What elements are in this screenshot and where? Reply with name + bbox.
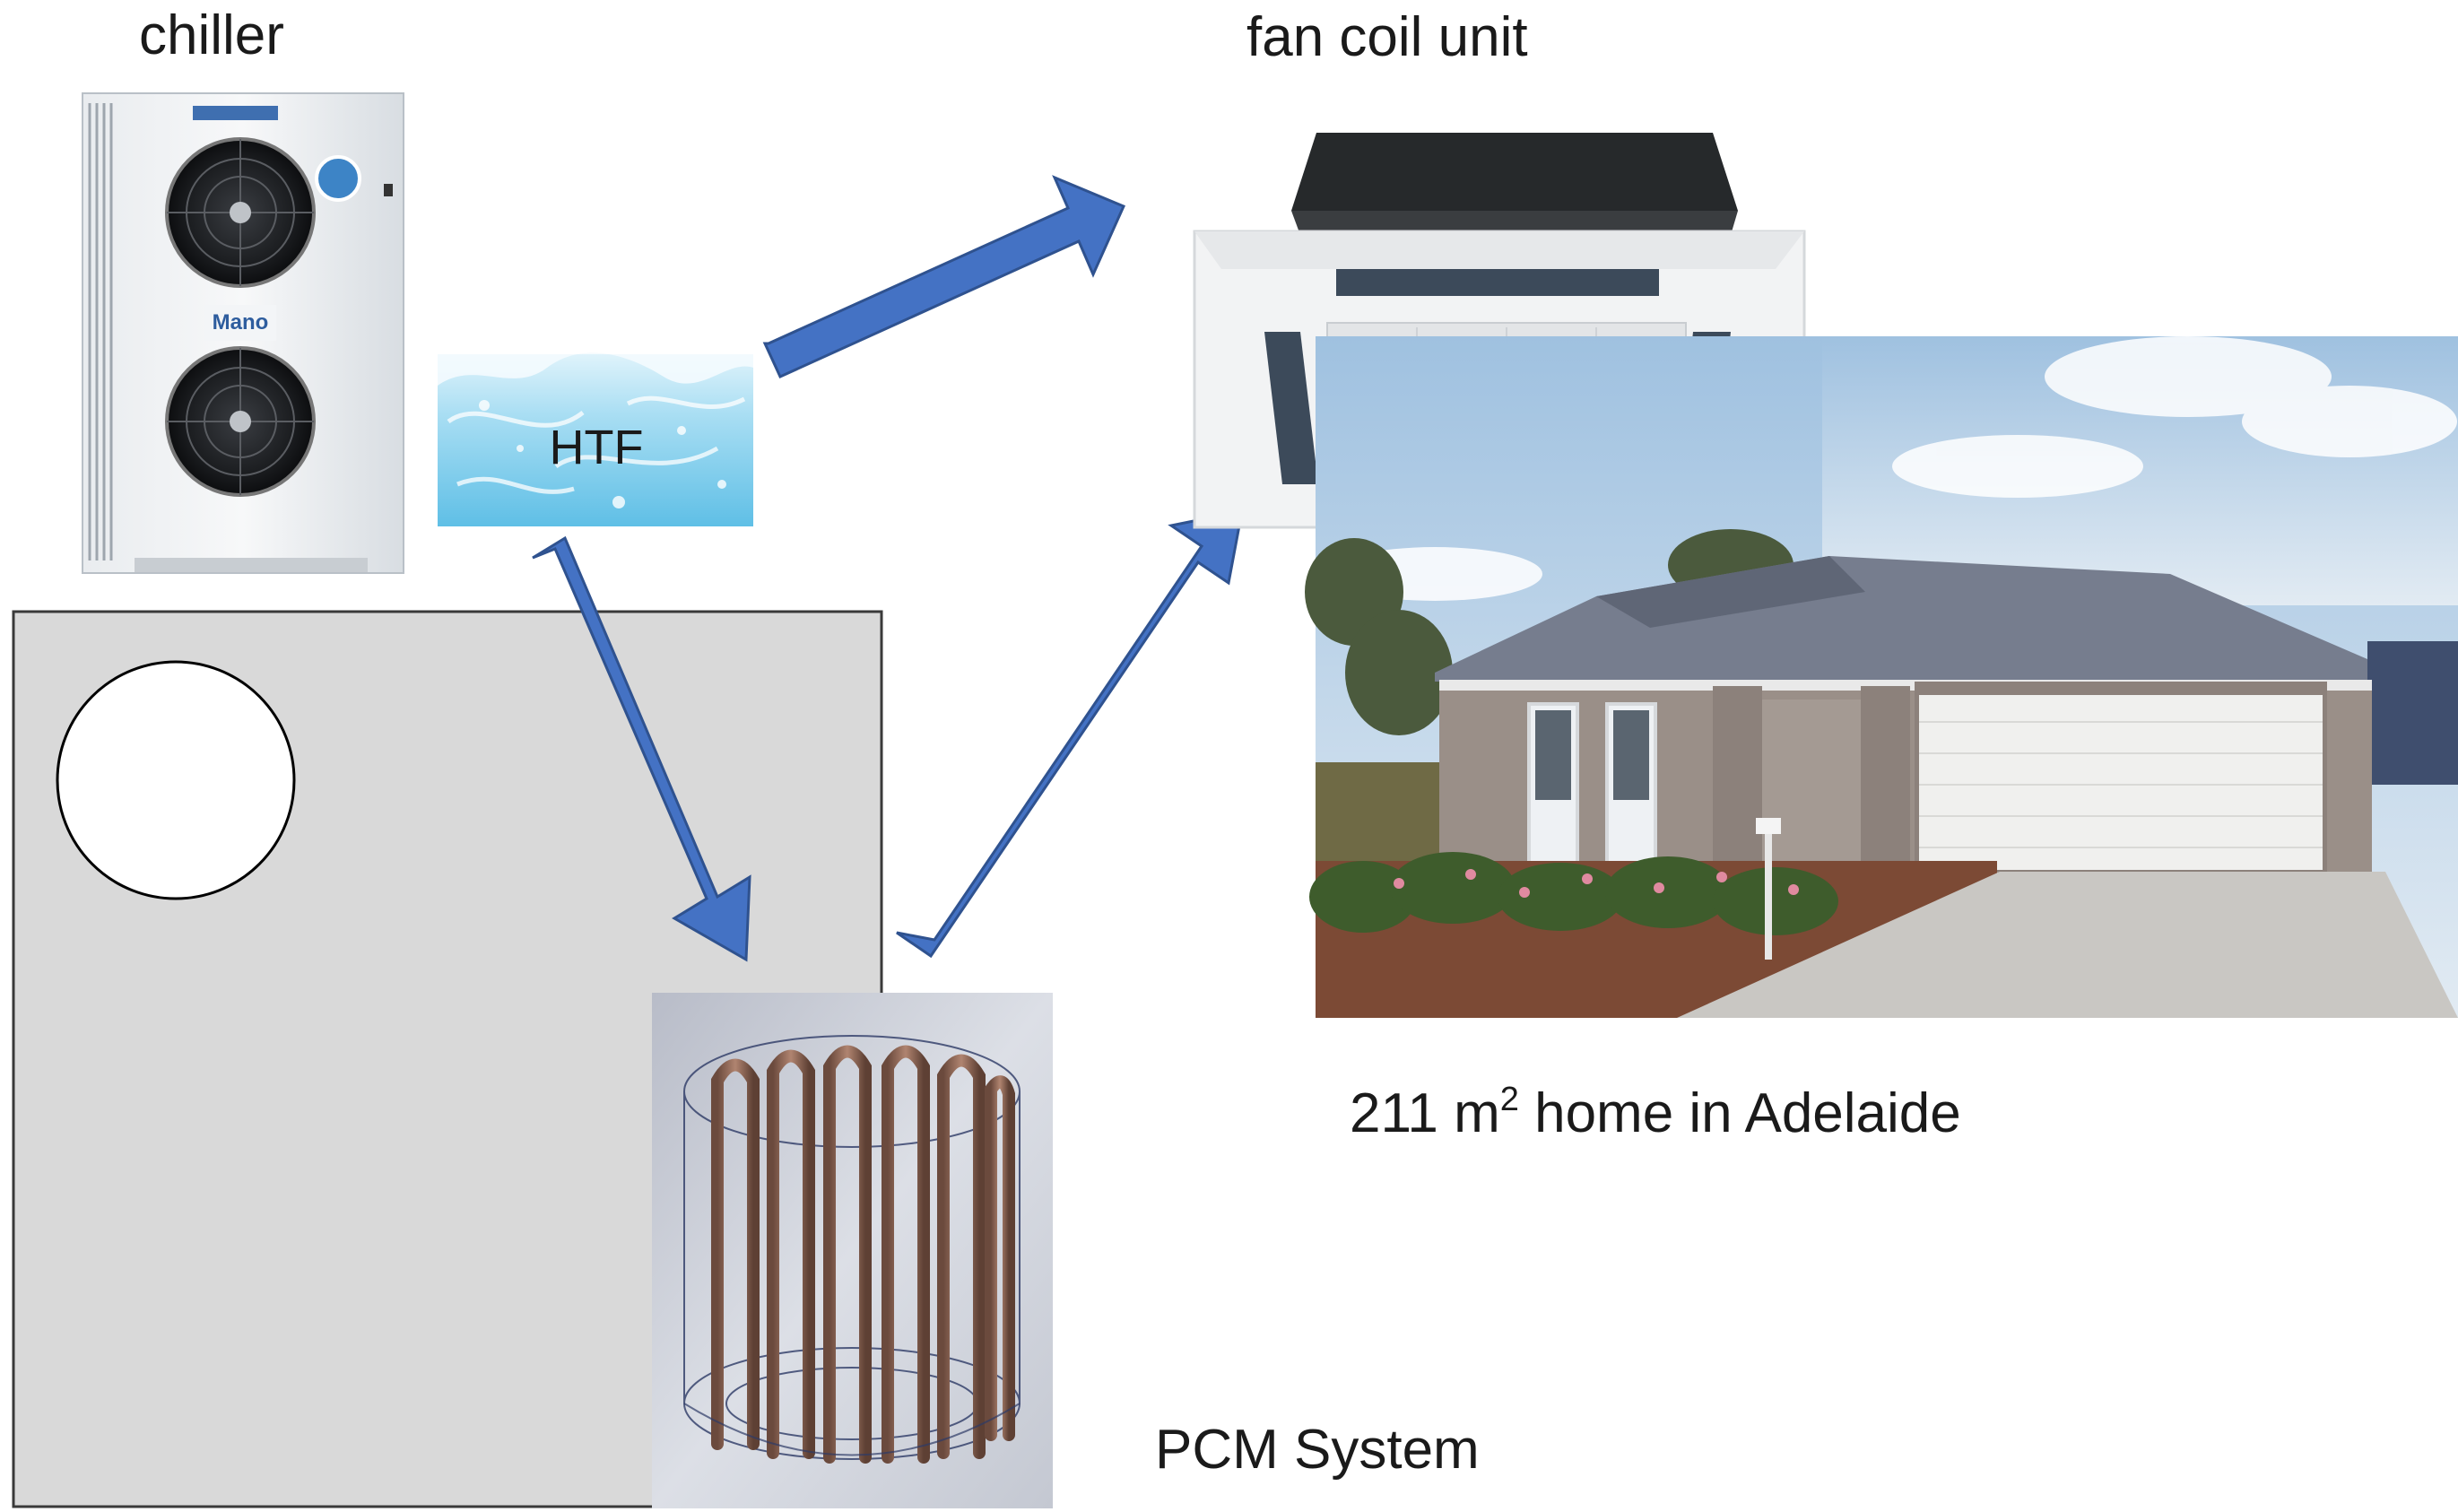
pcm-system-label: PCM System	[1155, 1419, 1480, 1481]
arrow-htf-to-fan-coil-icon	[762, 175, 1125, 378]
white-circle	[56, 660, 296, 900]
fan-coil-unit-label: fan coil unit	[1246, 6, 1528, 68]
home-area-rest: home in Adelaide	[1519, 1082, 1961, 1144]
house-photo	[1305, 336, 2458, 1018]
home-area-label: 211 m2 home in Adelaide	[1350, 1081, 1961, 1144]
chiller-brand-text: Mano	[213, 310, 269, 335]
home-area-superscript: 2	[1500, 1081, 1519, 1118]
htf-water-image: HTF	[438, 352, 753, 526]
chiller-label: chiller	[139, 4, 284, 66]
arrow-pcm-to-fan-coil-icon	[896, 509, 1244, 959]
chiller-badge-icon	[315, 155, 361, 202]
arrow-htf-to-pcm-body-icon	[532, 535, 751, 962]
htf-label: HTF	[550, 421, 644, 474]
pcm-pipes-icon	[711, 1045, 1015, 1464]
chiller-image: Mano	[82, 92, 404, 574]
home-area-number: 211 m	[1350, 1082, 1500, 1144]
house-windows	[1527, 702, 1657, 867]
pcm-coil-image	[652, 993, 1053, 1508]
